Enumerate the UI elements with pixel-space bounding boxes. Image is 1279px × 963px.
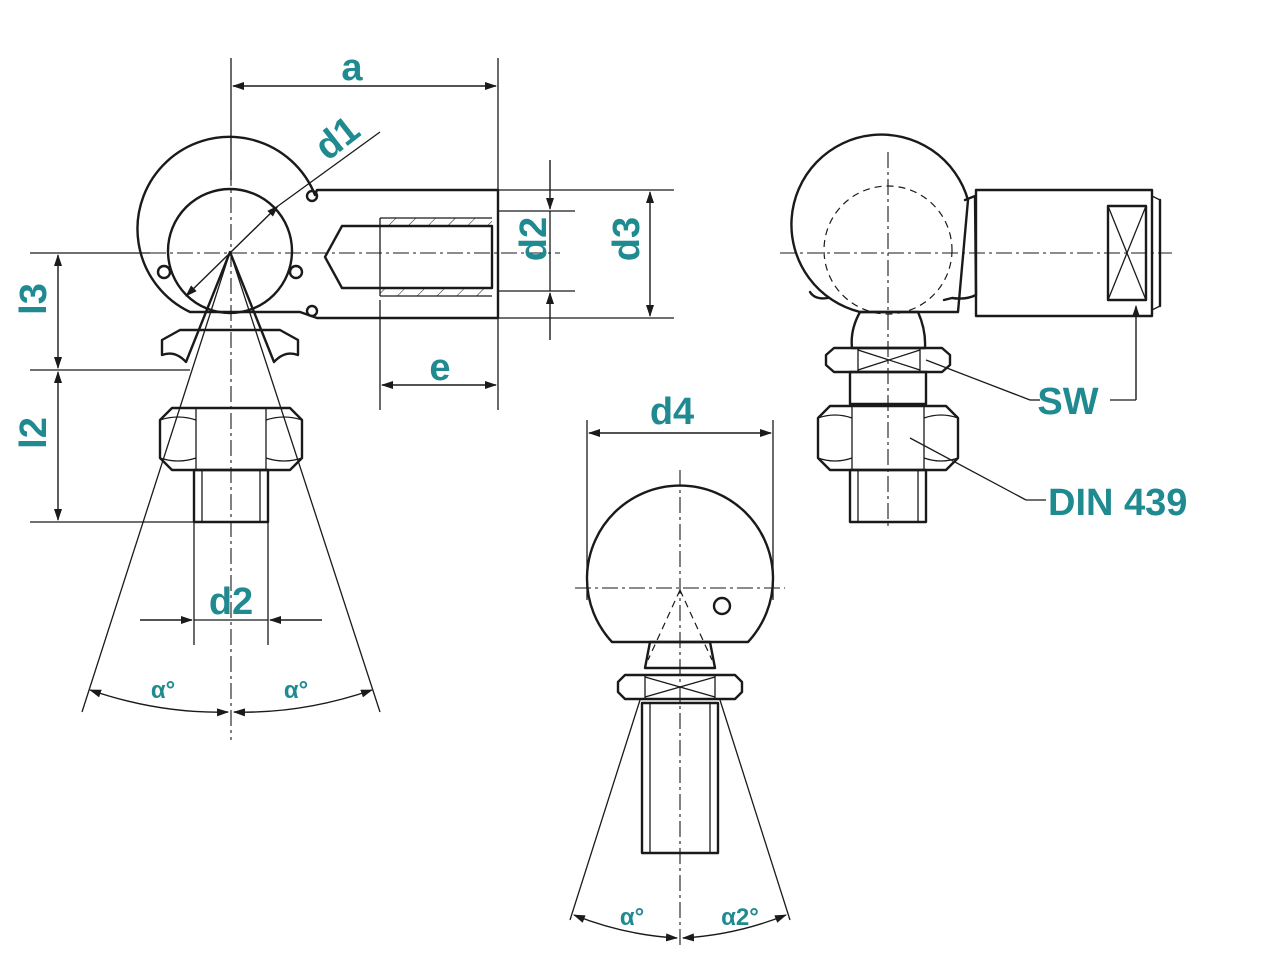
label-sw: SW bbox=[1037, 381, 1098, 423]
threaded-bore bbox=[323, 224, 494, 290]
dimension-labels: a d1 d2 d3 l3 l2 e d2 α° α° d4 SW DIN 43… bbox=[13, 47, 1187, 931]
label-din-439: DIN 439 bbox=[1048, 482, 1187, 524]
label-alpha-bottom: α° bbox=[620, 904, 644, 931]
socket-body-section bbox=[136, 135, 500, 320]
label-d1: d1 bbox=[307, 108, 368, 168]
ball-section bbox=[167, 188, 293, 314]
hex-nut bbox=[158, 406, 304, 472]
label-d2-bore: d2 bbox=[513, 217, 555, 261]
label-a: a bbox=[341, 47, 363, 89]
label-d3: d3 bbox=[606, 217, 648, 261]
label-d4: d4 bbox=[650, 391, 694, 433]
ball-stud-view bbox=[569, 420, 791, 945]
label-alpha-right: α° bbox=[284, 677, 308, 704]
section-view bbox=[30, 58, 674, 740]
label-l2: l2 bbox=[13, 417, 55, 449]
assembly-view bbox=[780, 133, 1172, 530]
stud-neck bbox=[160, 250, 300, 364]
label-alpha2: α2° bbox=[721, 904, 759, 931]
label-alpha-left: α° bbox=[151, 677, 175, 704]
label-l3: l3 bbox=[13, 283, 55, 315]
label-e: e bbox=[429, 347, 450, 389]
label-d2-shank: d2 bbox=[209, 581, 253, 623]
